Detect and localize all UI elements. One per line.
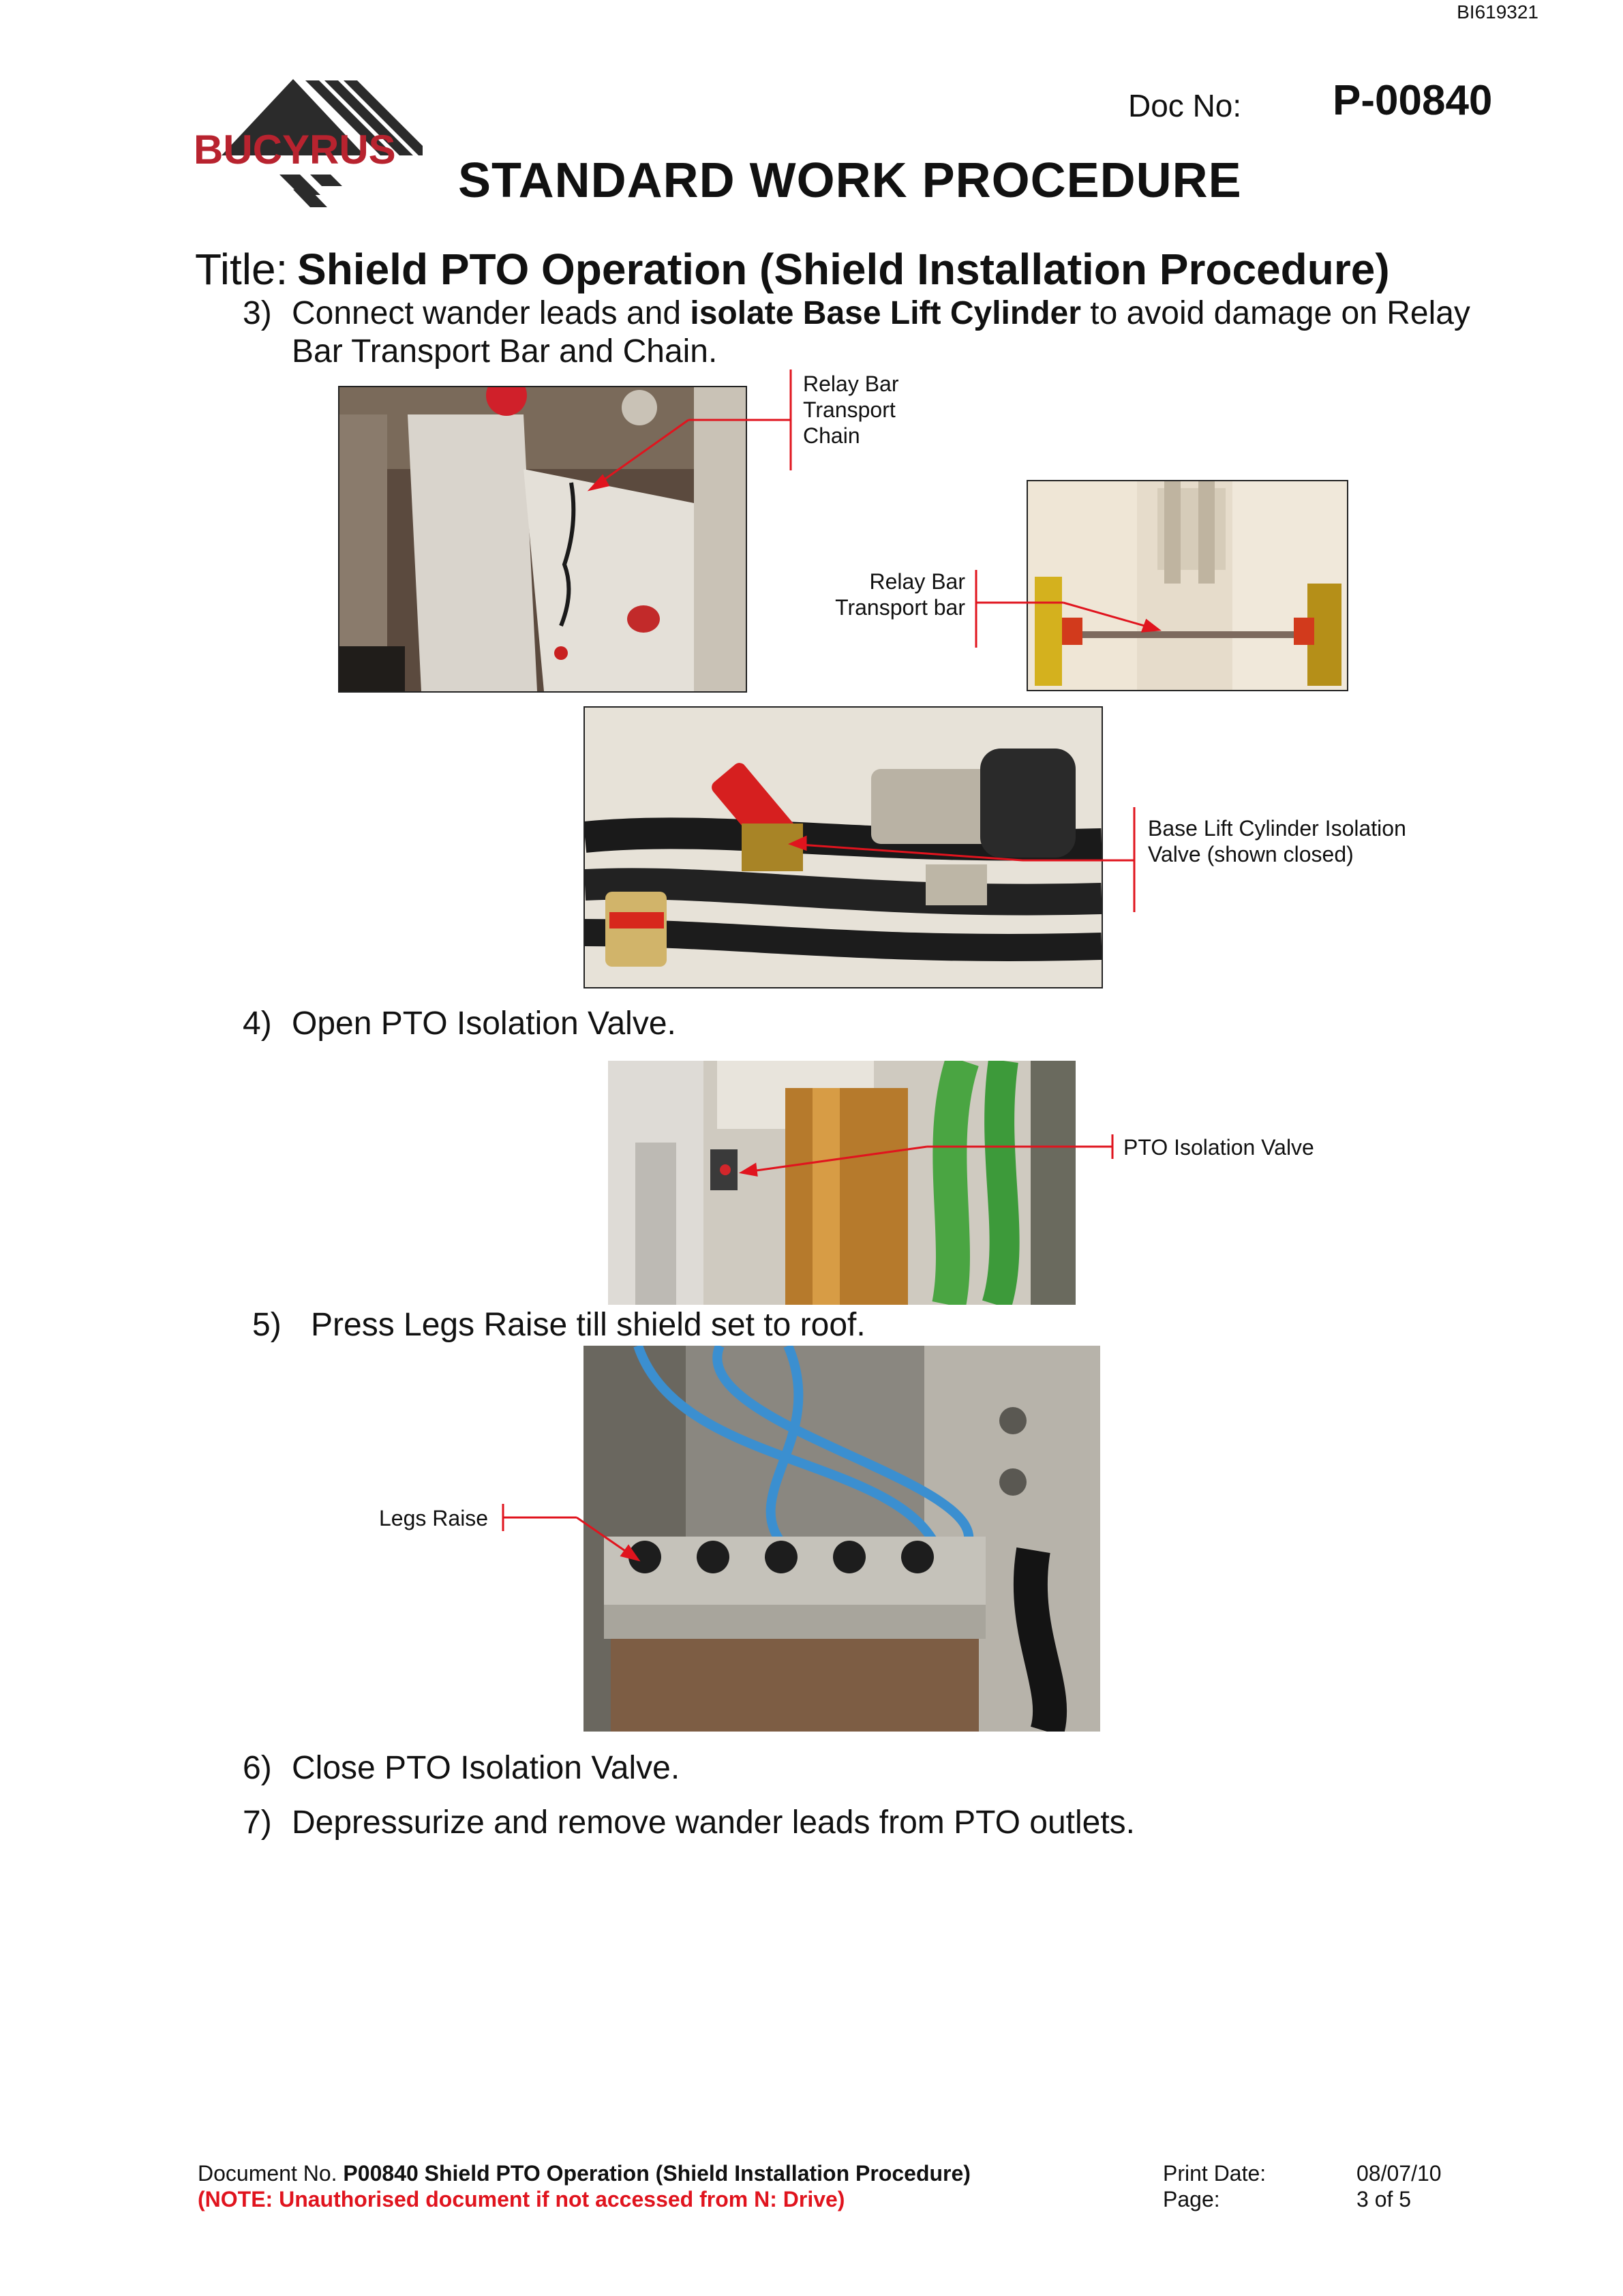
step-3: 3) Connect wander leads and isolate Base… [243,294,1538,376]
footer-unauthorised-note: (NOTE: Unauthorised document if not acce… [198,2187,845,2211]
step-number: 4) [243,1006,272,1042]
procedure-title: Shield PTO Operation (Shield Installatio… [297,245,1390,294]
photo-legs-raise-valve-bank [583,1346,1100,1732]
step-7: 7) Depressurize and remove wander leads … [243,1804,1538,1845]
footer-page-value: 3 of 5 [1356,2187,1412,2211]
footer-print-date-label: Print Date: [1163,2161,1266,2186]
footer-page-label: Page: [1163,2187,1220,2211]
step-text-line2: Bar Transport Bar and Chain. [292,333,718,369]
step-text: Connect wander leads and isolate Base Li… [292,295,1470,331]
photo-relay-bar-chain [338,386,747,693]
step-4: 4) Open PTO Isolation Valve. [243,1005,1538,1046]
callout-base-lift-isolation-valve: Base Lift Cylinder Isolation Valve (show… [1148,816,1406,866]
logo-wordmark: BUCYRUS [194,127,396,172]
step-5: 5) Press Legs Raise till shield set to r… [252,1306,1547,1347]
doc-no-value: P-00840 [1333,77,1493,124]
callout-pto-isolation-valve: PTO Isolation Valve [1123,1135,1314,1160]
footer-document-number: Document No. P00840 Shield PTO Operation… [198,2161,971,2186]
callout-relay-bar-chain: Relay Bar Transport Chain [803,372,899,448]
footer-print-date-value: 08/07/10 [1356,2161,1442,2186]
step-number: 7) [243,1804,272,1841]
photo-relay-bar-transport-bar [1027,480,1348,691]
step-text: Open PTO Isolation Valve. [292,1006,676,1042]
step-number: 6) [243,1750,272,1786]
step-number: 5) [252,1307,282,1343]
doc-no-label: Doc No: [1128,88,1242,123]
callout-legs-raise: Legs Raise [379,1506,489,1530]
bucyrus-logo: BUCYRUS [191,74,423,217]
callout-relay-bar-transport-bar: Relay Bar Transport bar [835,569,965,620]
title-label: Title: [195,245,288,294]
page-title: STANDARD WORK PROCEDURE [458,153,1242,208]
step-number: 3) [243,295,272,331]
photo-pto-isolation-valve [608,1061,1076,1305]
step-text: Depressurize and remove wander leads fro… [292,1804,1136,1841]
document-reference-id: BI619321 [1457,1,1538,22]
step-text: Close PTO Isolation Valve. [292,1750,680,1786]
step-6: 6) Close PTO Isolation Valve. [243,1749,1538,1790]
step-text: Press Legs Raise till shield set to roof… [311,1307,866,1343]
photo-base-lift-isolation-valve [583,706,1103,988]
